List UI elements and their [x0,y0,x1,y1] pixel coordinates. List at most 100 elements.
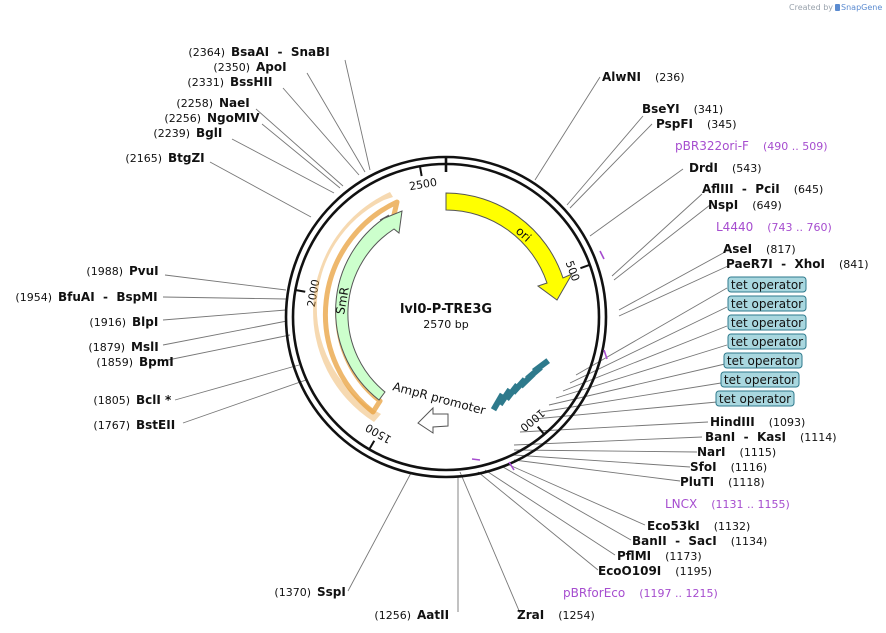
site-label-bsteii: (1767)BstEII [93,418,175,432]
site-name: pBRforEco [563,586,625,600]
site-position: (1879) [88,341,125,354]
site-position: (1115) [740,446,777,459]
site-position: (1916) [89,316,126,329]
site-name: EcoO109I [598,564,661,578]
plasmid-name: lvl0-P-TRE3G [400,302,492,317]
site-label-asei: AseI(817) [723,242,796,256]
right-site-labels: AlwNI (236) BseYI(341)PspFI (345) pBR322ori-… [517,70,869,622]
site-name: AlwNI [602,70,641,84]
site-name: ZraI [517,608,544,622]
site-position: (1118) [728,476,765,489]
tick-label-2500: 2500 [408,176,438,194]
site-label-tet-operator: tet operator [723,352,803,369]
snapgene-logo-icon [835,4,841,11]
site-position: (490 .. 509) [763,140,828,153]
tet-operator-box [720,371,800,388]
site-label-pspfi: PspFI (345) [656,117,737,131]
site-position: (1134) [731,535,768,548]
site-name: AseI [723,242,752,256]
site-position: (2331) [187,76,224,89]
site-name: Eco53kI [647,519,700,533]
site-position: (1195) [675,565,712,578]
site-label-nspi: NspI(649) [708,198,782,212]
site-label-drdi: DrdI(543) [689,161,762,175]
site-label-bpmi: (1859)BpmI [96,355,173,369]
site-label-btgzi: (2165) BtgZI [125,151,204,165]
tet-operator-text: tet operator [731,316,803,330]
tet-operator-box [727,295,807,312]
tick-label-1000: 1000 [517,406,547,434]
site-position: (1197 .. 1215) [639,587,718,600]
site-name: MslI [131,340,159,354]
site-position: (2350) [213,61,250,74]
site-name: BfuAI - BspMI [58,290,158,304]
tet-operator-box [723,352,803,369]
site-label-hindiii: HindIII(1093) [710,415,805,429]
site-position: (2364) [188,46,225,59]
site-label-aatii: (1256)AatII [374,608,449,622]
site-position: (645) [794,183,824,196]
site-label-bsshii: (2331)BssHII [187,75,272,89]
site-label-lncx: LNCX (1131 .. 1155) [665,497,790,511]
left-site-labels: (2364) BsaAI - SnaBI (2350) ApoI(2331)BssHI… [15,45,449,622]
site-label-sfoi: SfoI(1116) [690,460,767,474]
site-name: LNCX [665,497,697,511]
site-position: (2239) [153,127,190,140]
site-label-tet-operator: tet operator [720,371,800,388]
site-position: (1132) [714,520,751,533]
primer-marks [471,250,608,471]
leader-lines [162,59,729,614]
site-position: (1131 .. 1155) [711,498,790,511]
site-name: AflIII - PciI [702,182,780,196]
site-name: BclI * [136,393,172,407]
site-name: PvuI [129,264,159,278]
site-name: BsaAI - SnaBI [231,45,330,59]
site-name: BpmI [139,355,174,369]
site-position: (1805) [93,394,130,407]
tet-operator-text: tet operator [731,278,803,292]
site-label-pvui: (1988) PvuI [86,264,158,278]
tick-label-1500: 1500 [363,421,394,446]
site-position: (2256) [164,112,201,125]
site-label-bseyi: BseYI(341) [642,102,723,116]
site-label-eco53ki: Eco53kI (1132) [647,519,750,533]
site-position: (345) [707,118,737,131]
site-position: (649) [752,199,782,212]
tick-marks [295,166,591,450]
tick-mark-1500 [368,440,376,450]
site-name: NarI [697,445,726,459]
site-position: (236) [655,71,685,84]
tick-mark-2500 [418,166,423,177]
site-label-pflmi: PflMI(1173) [617,549,702,563]
site-label-blpi: (1916)BlpI [89,315,158,329]
site-name: ApoI [256,60,287,74]
site-label-tet-operator: tet operator [727,276,807,293]
site-name: BseYI [642,102,680,116]
site-name: BtgZI [168,151,205,165]
credit-brand: SnapGene [841,3,883,12]
tet-operator-box [715,390,795,407]
tick-mark-2000 [295,289,306,293]
site-name: PspFI [656,117,693,131]
site-name: pBR322ori-F [675,139,749,153]
site-label-afliii-pcii: AflIII - PciI (645) [702,182,823,196]
ori-feature [445,192,574,301]
site-label-bgli: (2239)BglI [153,126,222,140]
site-position: (1988) [86,265,123,278]
site-position: (2165) [125,152,162,165]
tick-mark-1000 [537,426,545,435]
site-label-nari: NarI (1115) [697,445,776,459]
tet-operator-text: tet operator [724,373,796,387]
site-name: DrdI [689,161,718,175]
site-label-naei: (2258)NaeI [176,96,249,110]
site-name: SspI [317,585,346,599]
tet-operator-box [727,276,807,293]
site-position: (1116) [731,461,768,474]
tick-label-2000: 2000 [305,278,323,308]
site-position: (1256) [374,609,411,622]
site-name: BstEII [136,418,175,432]
ampr-promoter-label: AmpR promoter [391,379,487,417]
site-name: PaeR7I - XhoI [726,257,825,271]
site-label-bsaai-snabi: (2364) BsaAI - SnaBI [188,45,329,59]
site-position: (1254) [558,609,595,622]
